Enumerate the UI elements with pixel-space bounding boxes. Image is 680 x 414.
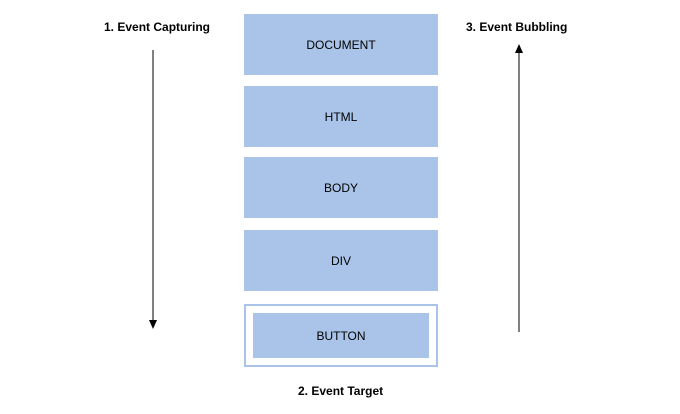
body-layer: BODY [244, 157, 438, 218]
document-layer: DOCUMENT [244, 14, 438, 75]
event-target-frame: BUTTON [244, 304, 438, 367]
body-layer-label: BODY [323, 180, 358, 195]
button-layer: BUTTON [253, 313, 429, 358]
html-layer: HTML [244, 86, 438, 147]
event-target-label: 2. Event Target [298, 384, 384, 398]
capturing-down-arrow [149, 50, 157, 329]
event-bubbling-label: 3. Event Bubbling [466, 20, 568, 34]
div-layer: DIV [244, 230, 438, 291]
button-layer-label: BUTTON [316, 328, 366, 343]
div-layer-label: DIV [330, 253, 351, 268]
bubbling-up-arrow [515, 44, 523, 332]
event-capturing-label: 1. Event Capturing [104, 20, 211, 34]
html-layer-label: HTML [324, 109, 358, 124]
document-layer-label: DOCUMENT [306, 37, 376, 52]
